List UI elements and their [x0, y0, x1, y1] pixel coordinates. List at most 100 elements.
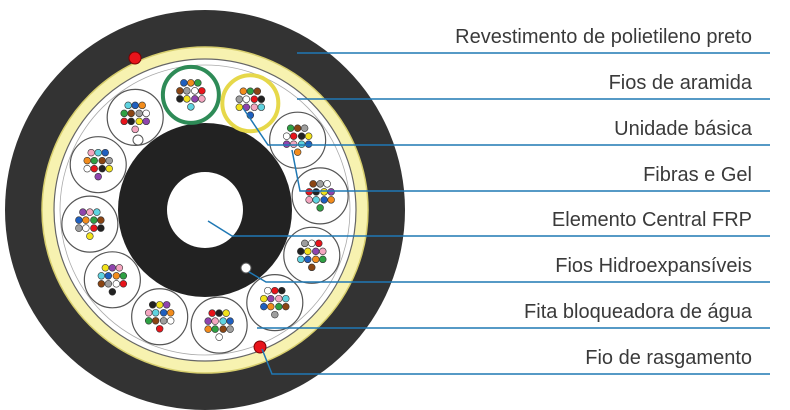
leader-line-frp	[207, 220, 770, 237]
optical-fiber	[135, 109, 143, 118]
labels: Revestimento de polietileno preto Fios d…	[455, 26, 753, 369]
leader-line-basic-unit	[242, 107, 770, 146]
optical-fiber	[101, 264, 110, 272]
optical-fiber	[104, 280, 113, 288]
optical-fiber	[159, 309, 168, 317]
optical-fiber	[144, 317, 153, 325]
optical-fiber	[86, 232, 94, 240]
optical-fiber	[198, 95, 206, 103]
optical-fiber	[304, 132, 313, 140]
optical-fiber	[300, 124, 309, 132]
optical-fiber	[124, 101, 132, 110]
ripcord-top	[128, 51, 142, 65]
optical-fiber	[235, 95, 244, 103]
optical-fiber	[151, 317, 160, 325]
optical-fiber	[187, 79, 195, 87]
label-aramid: Fios de aramida	[609, 72, 753, 94]
optical-fiber	[183, 87, 191, 95]
basic-unit-tube	[269, 111, 327, 169]
optical-fiber	[155, 325, 164, 333]
optical-fiber	[312, 188, 320, 196]
optical-fiber	[90, 164, 98, 173]
tube-wall	[69, 136, 127, 194]
optical-fiber	[75, 216, 83, 224]
optical-fiber	[260, 302, 268, 311]
optical-fiber	[183, 95, 191, 103]
basic-unit-tube	[69, 136, 127, 194]
cable-cross-section	[5, 10, 405, 410]
optical-fiber	[242, 103, 251, 111]
optical-fiber	[316, 180, 324, 188]
optical-fiber	[275, 302, 283, 311]
optical-fiber	[267, 294, 275, 303]
optical-fiber	[305, 196, 313, 204]
optical-fiber	[97, 224, 105, 232]
optical-fiber	[286, 124, 295, 132]
optical-fiber	[119, 272, 128, 280]
optical-fiber	[176, 87, 184, 95]
central-frp-element	[167, 172, 243, 248]
optical-fiber	[93, 208, 101, 216]
optical-fiber	[267, 302, 275, 311]
optical-fiber	[208, 309, 216, 317]
tube-wall	[220, 73, 281, 134]
optical-fiber	[305, 188, 313, 196]
optical-fiber	[97, 272, 106, 280]
optical-fiber	[204, 317, 212, 325]
optical-fiber	[101, 148, 109, 157]
leader-lines	[207, 52, 770, 375]
optical-fiber	[151, 309, 160, 317]
label-fibers-gel: Fibras e Gel	[643, 164, 752, 186]
optical-fiber	[108, 288, 117, 296]
optical-fiber	[316, 204, 324, 212]
optical-fiber	[90, 224, 98, 232]
optical-fiber	[159, 317, 168, 325]
optical-fiber	[83, 164, 91, 173]
optical-fiber	[242, 95, 251, 103]
optical-fiber	[127, 109, 135, 118]
optical-fiber	[278, 286, 286, 295]
optical-fiber	[131, 101, 139, 110]
basic-unit-tube	[190, 296, 248, 354]
optical-fiber	[98, 156, 106, 165]
optical-fiber	[187, 103, 195, 111]
optical-fiber	[194, 79, 202, 87]
optical-fiber	[297, 132, 306, 140]
basic-unit-tube	[283, 226, 341, 284]
label-basic-unit: Unidade básica	[614, 118, 753, 140]
leader-line-ripcord	[261, 348, 770, 375]
optical-fiber	[115, 264, 124, 272]
basic-unit-tube	[83, 251, 141, 309]
optical-fiber	[308, 263, 316, 272]
optical-fiber	[75, 224, 83, 232]
tube-wall	[269, 111, 327, 169]
basic-unit-tube	[220, 73, 281, 134]
optical-fiber	[144, 309, 153, 317]
optical-fiber	[320, 188, 328, 196]
optical-fiber	[226, 317, 234, 325]
basic-unit-tube	[160, 64, 221, 125]
optical-fiber	[315, 239, 323, 248]
optical-fiber	[162, 301, 171, 309]
optical-fiber	[304, 247, 312, 256]
optical-fiber	[108, 264, 117, 272]
label-water-blocking-tape: Fita bloqueadora de água	[524, 301, 753, 323]
optical-fiber	[323, 180, 331, 188]
optical-fiber	[166, 317, 175, 325]
basic-units	[61, 64, 349, 354]
optical-fiber	[275, 294, 283, 303]
basic-unit-tube	[61, 195, 119, 253]
optical-fiber	[327, 196, 335, 204]
optical-fiber	[327, 188, 335, 196]
optical-fiber	[120, 117, 128, 126]
tube-wall	[283, 226, 341, 284]
basic-unit-tube	[246, 274, 304, 332]
optical-fiber	[191, 95, 199, 103]
optical-fiber	[166, 309, 175, 317]
optical-fiber	[176, 95, 184, 103]
optical-fiber	[297, 247, 305, 256]
optical-fiber	[204, 325, 212, 333]
optical-fiber	[97, 280, 106, 288]
optical-fiber	[226, 325, 234, 333]
optical-fiber	[120, 109, 128, 118]
